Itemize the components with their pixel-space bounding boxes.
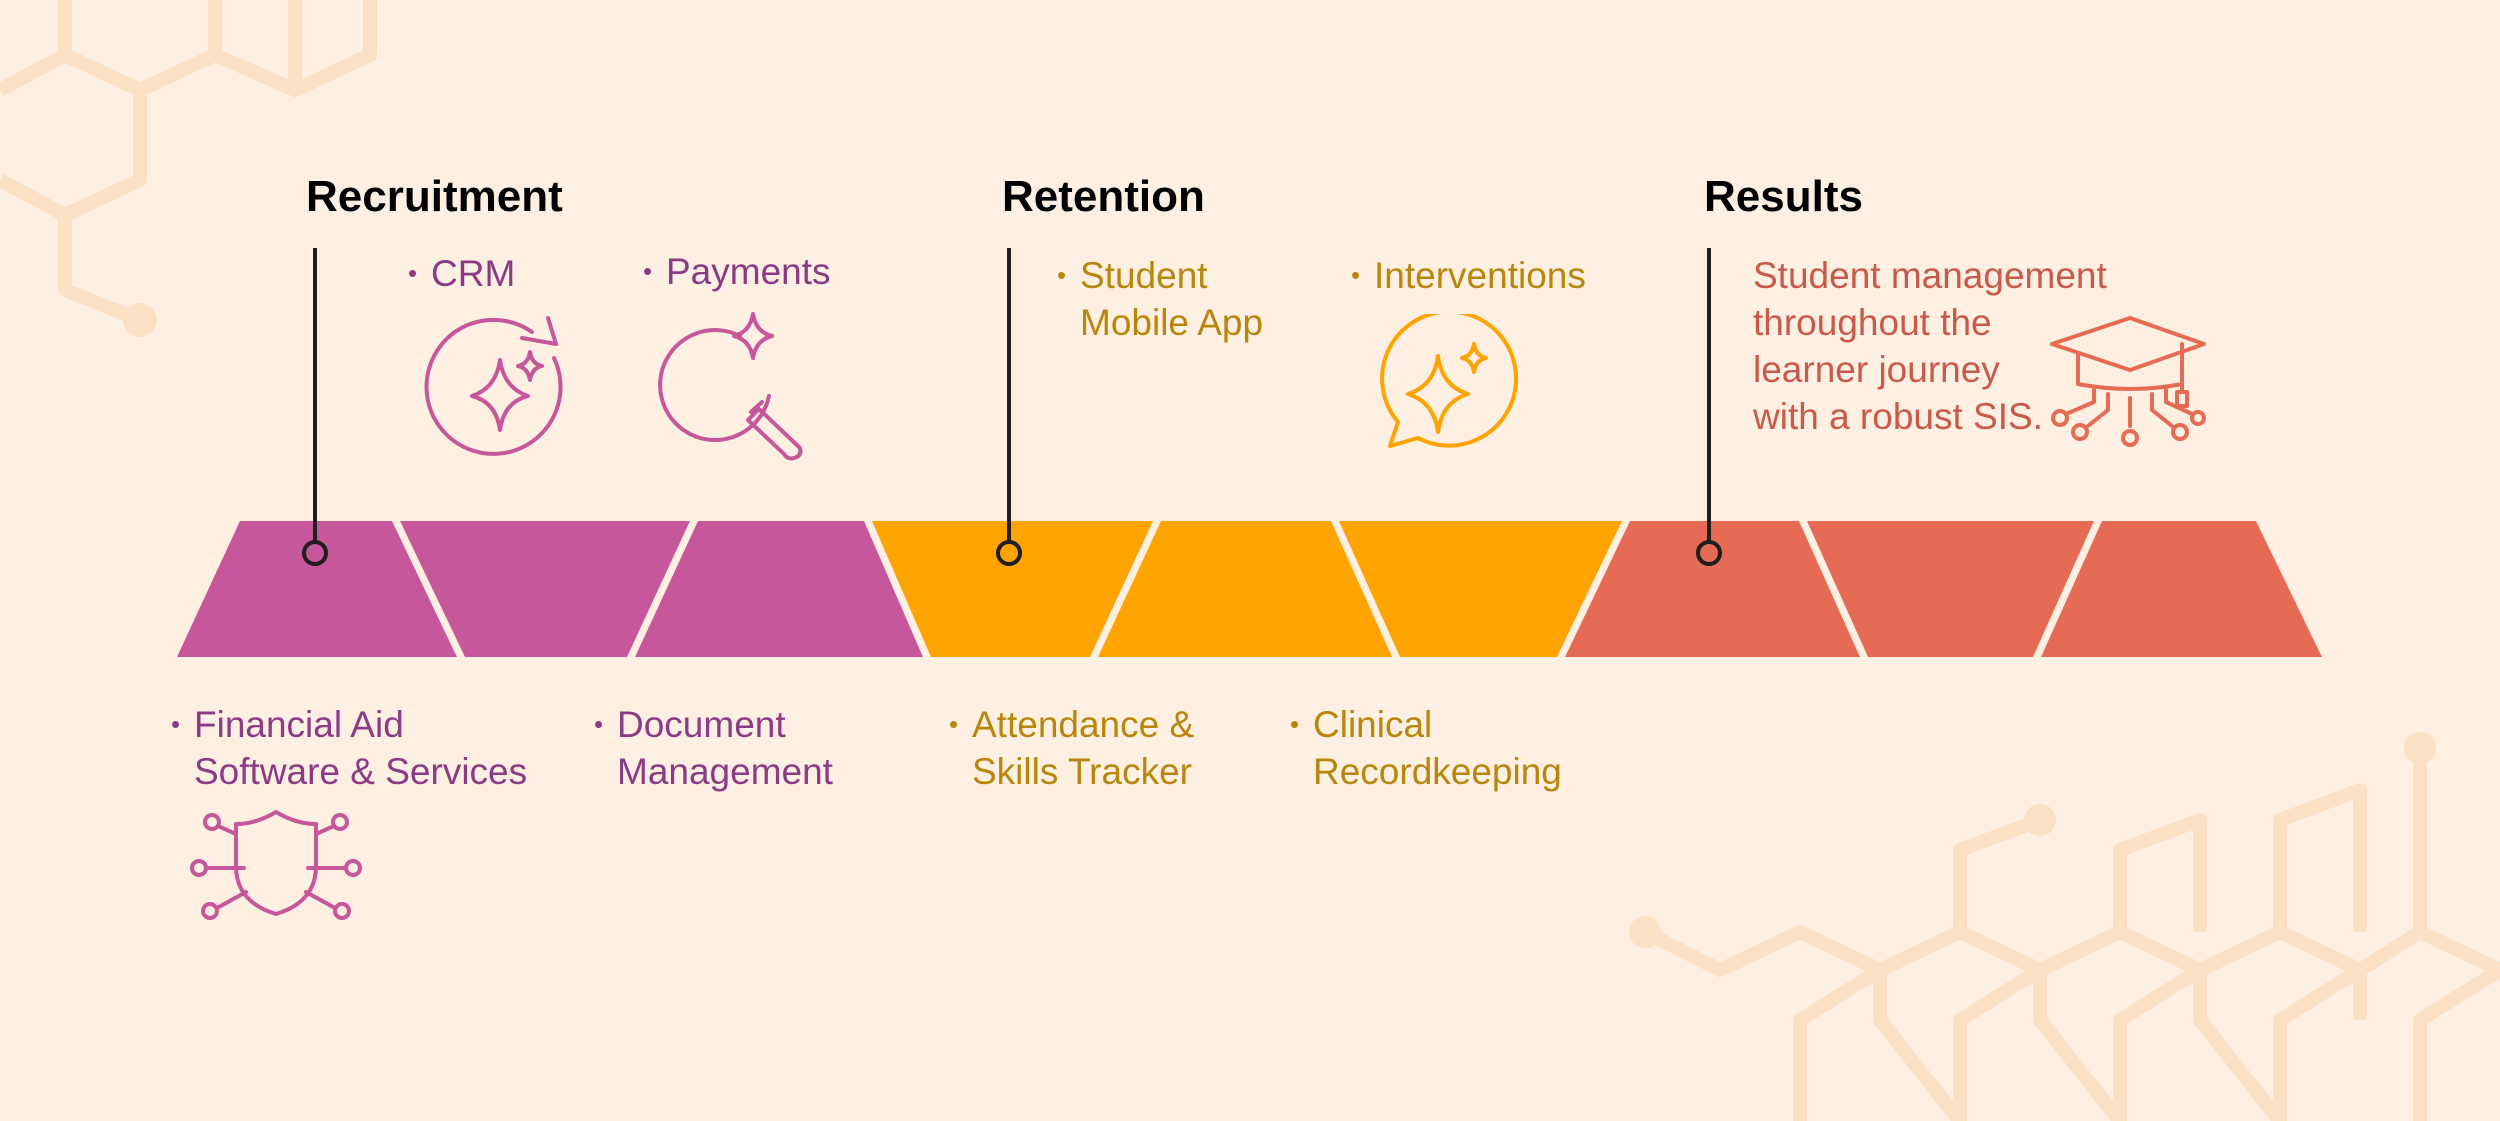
results-marker-dot [1696, 540, 1722, 566]
segment-recruitment-3 [635, 521, 923, 657]
phase-title-results: Results [1704, 172, 1863, 221]
phase-title-retention: Retention [1002, 172, 1205, 221]
hexagon-circuit-decoration-bottom-right [1629, 732, 2500, 1121]
graduation-cap-circuit-icon [2050, 316, 2206, 447]
segment-retention-3 [1339, 521, 1622, 657]
item-student-mobile-app: • Student Mobile App [1057, 255, 1264, 343]
item-payments: • Payments [643, 251, 831, 292]
item-crm: • CRM [408, 253, 516, 294]
recruitment-marker-dot [302, 540, 328, 566]
retention-marker-dot [996, 540, 1022, 566]
segment-retention-1 [872, 521, 1153, 657]
segment-retention-2 [1098, 521, 1392, 657]
retention-segments [872, 521, 1622, 657]
phase-title-recruitment: Recruitment [306, 172, 563, 221]
item-attendance-skills-tracker: • Attendance & Skills Tracker [949, 704, 1195, 792]
segment-results-3 [2041, 521, 2322, 657]
segment-results-2 [1807, 521, 2094, 657]
sparkle-chat-icon [1380, 314, 1519, 448]
segment-recruitment-2 [400, 521, 690, 657]
item-financial-aid: • Financial Aid Software & Services [171, 704, 528, 792]
hexagon-circuit-decoration-top-left [0, 0, 377, 337]
sparkle-magnifier-icon [658, 312, 803, 461]
shield-circuit-icon [190, 810, 362, 920]
phase-markers [302, 248, 1722, 566]
results-description: Student management throughout the learne… [1753, 255, 2107, 437]
segment-results-1 [1565, 521, 1860, 657]
results-segments [1565, 521, 2322, 657]
sparkle-refresh-icon [424, 316, 563, 456]
item-document-management: • Document Management [594, 704, 833, 792]
item-interventions: • Interventions [1351, 255, 1586, 296]
recruitment-segments [177, 521, 923, 657]
segment-recruitment-1 [177, 521, 457, 657]
item-clinical-recordkeeping: • Clinical Recordkeeping [1290, 704, 1562, 792]
